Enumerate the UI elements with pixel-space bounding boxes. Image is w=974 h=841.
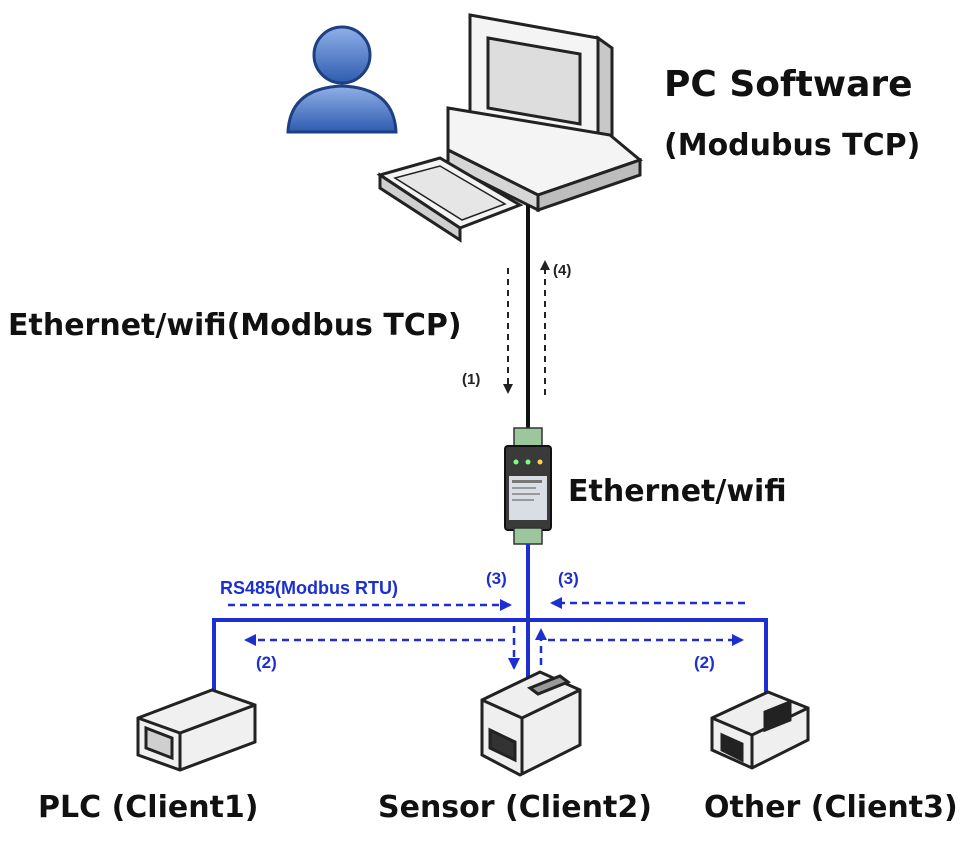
step-1-label: (1) xyxy=(462,371,481,388)
sensor-icon xyxy=(480,670,582,777)
rs485-bus xyxy=(212,544,768,695)
plc-icon xyxy=(136,688,257,772)
pc-software-title: PC Software xyxy=(664,64,913,105)
step-2-right-label: (2) xyxy=(694,653,715,672)
pc-protocol-label: (Modubus TCP) xyxy=(664,128,921,163)
step-2-left-label: (2) xyxy=(256,653,277,672)
client1-label: PLC (Client1) xyxy=(38,790,259,825)
uplink-label: Ethernet/wifi(Modbus TCP) xyxy=(8,308,462,343)
gateway-label: Ethernet/wifi xyxy=(568,474,787,509)
client2-label: Sensor (Client2) xyxy=(378,790,652,825)
step-4-label: (4) xyxy=(553,262,572,279)
bus-arrows xyxy=(228,597,745,670)
step-3-right-label: (3) xyxy=(558,569,579,588)
gateway-icon xyxy=(504,427,552,545)
other-device-icon xyxy=(710,690,810,770)
step-3-left-label: (3) xyxy=(486,569,507,588)
user-icon xyxy=(286,25,398,134)
client3-label: Other (Client3) xyxy=(704,790,958,825)
rs485-label: RS485(Modbus RTU) xyxy=(220,578,399,598)
pc-icon xyxy=(376,13,644,243)
